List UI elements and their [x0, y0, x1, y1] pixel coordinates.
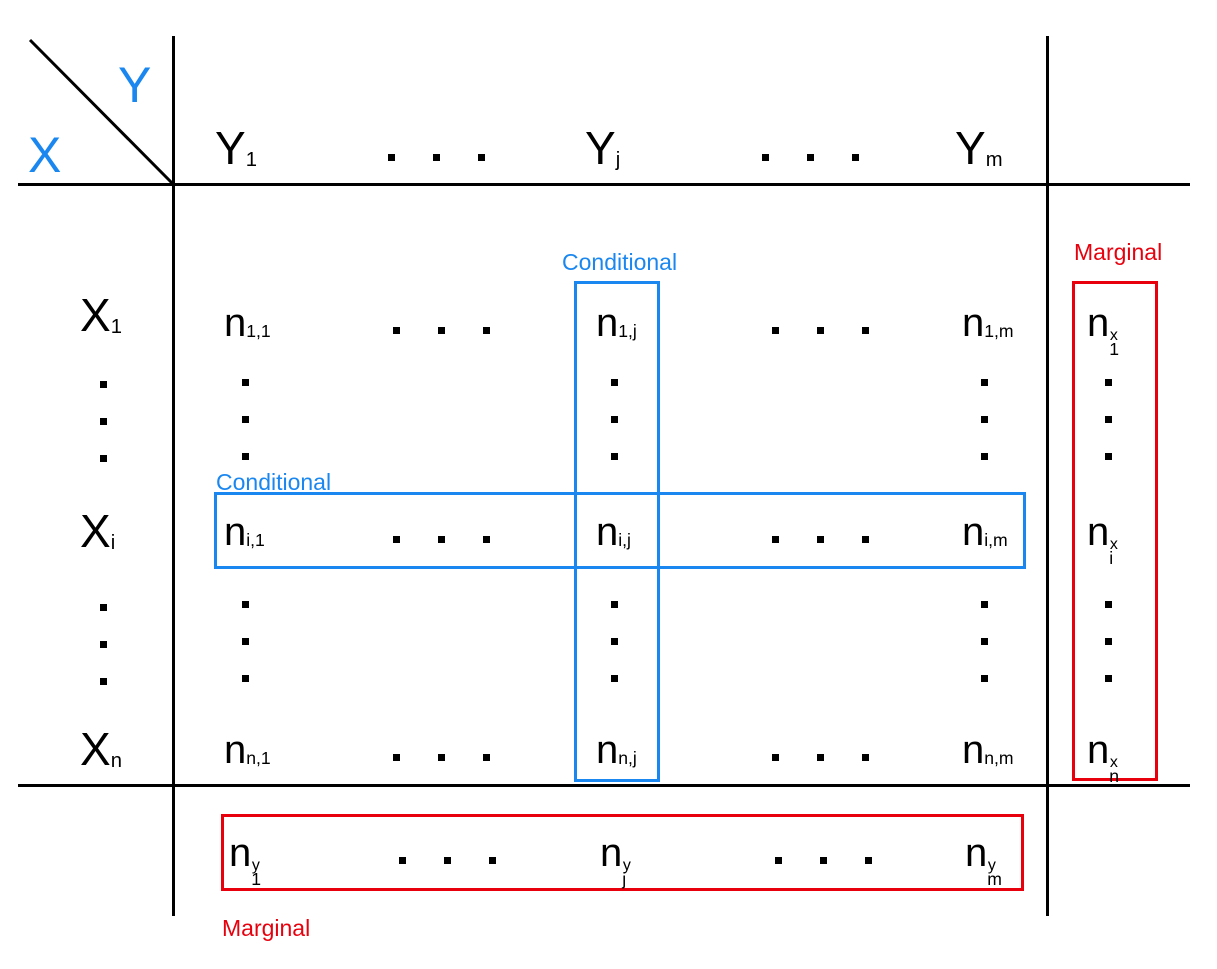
body-bottom-line — [18, 784, 1190, 787]
column-header-ellipsis-1 — [388, 154, 485, 161]
cell-n-1-j: n1,j — [596, 301, 637, 345]
marginal-row-label: Marginal — [222, 915, 311, 941]
cell-n-1-1: n1,1 — [224, 301, 271, 345]
marginal-col-ellipsis-upper — [1105, 379, 1112, 460]
cell-n-i-m: ni,m — [962, 510, 1008, 554]
colm-ellipsis-lower — [981, 601, 988, 682]
col1-ellipsis-lower — [242, 601, 249, 682]
header-separator-line — [18, 183, 1190, 186]
cell-n-n-m: nn,m — [962, 728, 1014, 772]
column-header-ellipsis-2 — [762, 154, 859, 161]
marginal-column-highlight-box — [1072, 281, 1158, 781]
marginal-column-label: Marginal — [1074, 239, 1163, 265]
conditional-column-label: Conditional — [562, 249, 678, 275]
cell-n-i-1: ni,1 — [224, 510, 265, 554]
conditional-row-highlight-box — [214, 492, 1026, 569]
cell-n-i-j: ni,j — [596, 510, 631, 554]
colm-ellipsis-upper — [981, 379, 988, 460]
cell-n-1-m: n1,m — [962, 301, 1014, 345]
row1-ellipsis-left — [393, 327, 490, 334]
row1-ellipsis-right — [772, 327, 869, 334]
row-header-xi: Xi — [80, 505, 116, 557]
colj-ellipsis-lower — [611, 601, 618, 682]
rown-ellipsis-left — [393, 754, 490, 761]
cell-n-n-1: nn,1 — [224, 728, 271, 772]
marginal-row-ellipsis-left — [399, 857, 496, 864]
marginal-row-ellipsis-right — [775, 857, 872, 864]
column-variable-label: Y — [118, 57, 152, 113]
marginal-col-ellipsis-lower — [1105, 601, 1112, 682]
row-header-separator-line — [172, 36, 175, 916]
row-header-ellipsis-2 — [100, 604, 107, 685]
column-header-ym: Ym — [955, 122, 1003, 174]
col1-ellipsis-upper — [242, 379, 249, 460]
marginal-row-highlight-box — [221, 814, 1024, 891]
row-header-x1: X1 — [80, 289, 122, 341]
colj-ellipsis-upper — [611, 379, 618, 460]
marginal-column-separator-line — [1046, 36, 1049, 916]
conditional-row-label: Conditional — [216, 469, 332, 495]
rowi-ellipsis-right — [772, 536, 869, 543]
row-variable-label: X — [28, 127, 62, 183]
conditional-column-highlight-box — [574, 281, 660, 782]
rowi-ellipsis-left — [393, 536, 490, 543]
column-header-y1: Y1 — [215, 122, 257, 174]
column-header-yj: Yj — [585, 122, 621, 174]
cell-n-n-j: nn,j — [596, 728, 637, 772]
row-header-xn: Xn — [80, 723, 122, 775]
rown-ellipsis-right — [772, 754, 869, 761]
row-header-ellipsis-1 — [100, 381, 107, 462]
